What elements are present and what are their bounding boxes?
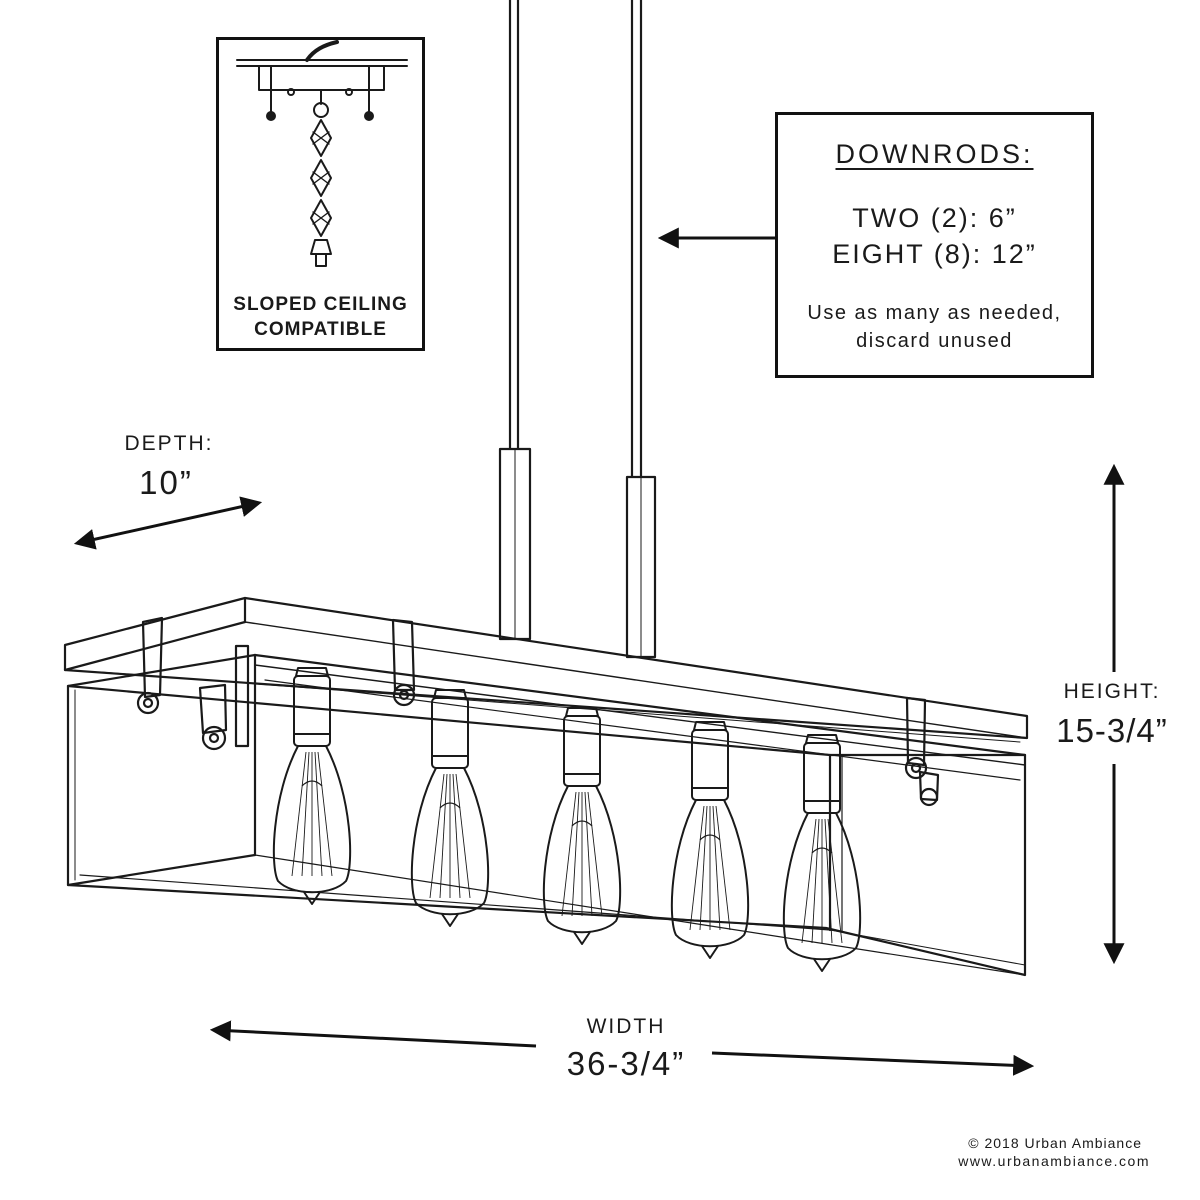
bracket-right — [904, 696, 940, 807]
downrod-left-upper — [508, 0, 520, 450]
width-label: WIDTH — [586, 1015, 666, 1038]
sloped-ceiling-line2: COMPATIBLE — [254, 319, 387, 340]
downrod-right-upper — [630, 0, 643, 478]
sloped-ceiling-line1: SLOPED CEILING — [233, 294, 408, 315]
sloped-ceiling-inset: SLOPED CEILING COMPATIBLE — [216, 37, 425, 351]
downrods-note-line2: discard unused — [856, 330, 1013, 352]
bulb-5 — [782, 734, 862, 972]
copyright-text: © 2018 Urban Ambiance — [968, 1135, 1142, 1151]
bulb-1 — [272, 667, 352, 905]
swag-chain-icon — [236, 40, 408, 267]
downrod-right-sleeve — [625, 475, 657, 659]
downrods-title: DOWNRODS: — [835, 139, 1034, 169]
bulb-4 — [670, 721, 750, 959]
bracket-middle — [391, 618, 416, 707]
bracket-back-left — [234, 644, 250, 748]
width-value: 36-3/4” — [566, 1045, 686, 1082]
inner-rail — [254, 664, 1026, 781]
bulb-3 — [542, 707, 622, 945]
depth-label: DEPTH: — [124, 432, 214, 455]
sloped-ceiling-caption: SLOPED CEILING COMPATIBLE — [219, 292, 422, 342]
bulb-2 — [410, 689, 490, 927]
height-value: 15-3/4” — [1056, 712, 1168, 749]
bracket-left — [136, 616, 228, 751]
height-label-backdrop — [1048, 672, 1180, 764]
downrod-left-sleeve — [498, 447, 532, 641]
downrods-twelve-inch: EIGHT (8): 12” — [832, 239, 1037, 269]
width-arrow-right — [711, 1051, 1035, 1076]
depth-arrow — [73, 496, 263, 550]
website-link[interactable]: www.urbanambiance.com — [958, 1153, 1150, 1169]
downrods-info-box: DOWNRODS: TWO (2): 6” EIGHT (8): 12” Use… — [775, 112, 1094, 378]
height-label: HEIGHT: — [1063, 680, 1161, 703]
depth-value: 10” — [139, 464, 193, 501]
downrods-six-inch: TWO (2): 6” — [852, 203, 1017, 233]
downrods-note-line1: Use as many as needed, — [807, 302, 1062, 324]
canopy-plate — [63, 596, 1029, 743]
width-arrow-left — [209, 1020, 537, 1048]
